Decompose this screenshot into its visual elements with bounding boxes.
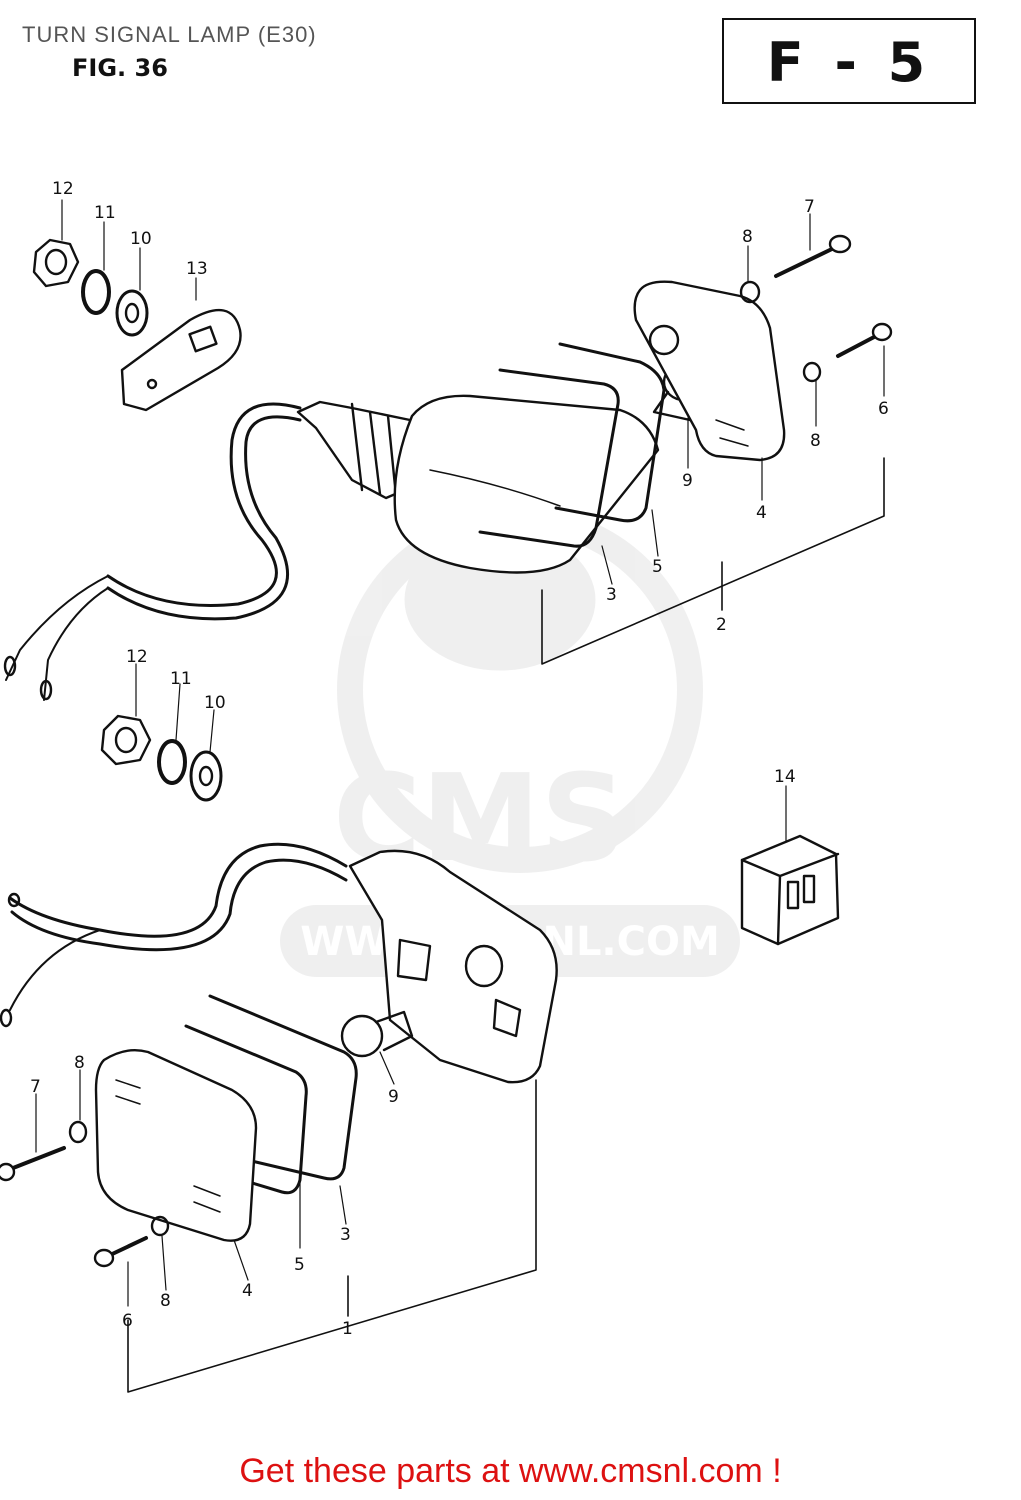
callout-1: 1	[342, 1319, 353, 1339]
callout-2: 2	[716, 615, 727, 635]
callout-8-lower: 8	[74, 1053, 85, 1073]
callout-8b-lower: 8	[160, 1291, 171, 1311]
callout-8b-upper: 8	[810, 431, 821, 451]
lock-washer-11-upper	[81, 269, 111, 315]
callouts-lower: 8 7 9 5 3 4 6 8 1	[30, 1053, 399, 1339]
callout-8-upper: 8	[742, 227, 753, 247]
lens-4-lower	[94, 1049, 258, 1242]
screw-7-upper	[774, 234, 852, 278]
gasket-3-lower	[174, 1024, 308, 1195]
lock-washer-11-middle	[157, 739, 187, 785]
flasher-relay-14	[740, 834, 840, 946]
callout-11-upper: 11	[94, 203, 116, 223]
gasket-5-upper	[554, 342, 666, 523]
assembly-line-2	[541, 457, 885, 665]
callout-5-upper: 5	[652, 557, 663, 577]
callout-13: 13	[186, 259, 208, 279]
callout-6-upper: 6	[878, 399, 889, 419]
parts-link[interactable]: Get these parts at www.cmsnl.com !	[239, 1452, 782, 1490]
lamp-housing-lower	[348, 849, 558, 1084]
callout-11-middle: 11	[170, 669, 192, 689]
section-code: F - 5	[766, 31, 932, 94]
callout-4-upper: 4	[756, 503, 767, 523]
washer-10-upper	[115, 289, 149, 337]
washer-8-upper	[739, 280, 761, 304]
callout-3-lower: 3	[340, 1225, 351, 1245]
callout-7-upper: 7	[804, 197, 815, 217]
lens-4-upper	[633, 280, 786, 462]
leader-lines	[35, 199, 885, 1307]
figure-label: FIG. 36	[72, 54, 168, 82]
lamp-housing-upper	[393, 394, 660, 574]
callout-10-middle: 10	[204, 693, 226, 713]
gasket-5-lower	[194, 994, 358, 1181]
bulb-9-lower	[340, 1010, 414, 1058]
callouts-upper: 12 11 10 13 8 7 6 8 9 4 5 3 2	[52, 179, 889, 635]
washer-8b-lower	[150, 1215, 170, 1237]
callout-12-middle: 12	[126, 647, 148, 667]
section-code-box: F - 5	[722, 18, 976, 104]
callouts-middle: 12 11 10 14	[126, 647, 796, 787]
callout-7-lower: 7	[30, 1077, 41, 1097]
screw-6-lower	[93, 1236, 148, 1268]
callout-12-upper: 12	[52, 179, 74, 199]
nut-12-upper	[32, 238, 80, 288]
bracket-13	[120, 308, 242, 412]
callout-3-upper: 3	[606, 585, 617, 605]
callout-6-lower: 6	[122, 1311, 133, 1331]
callout-14: 14	[774, 767, 796, 787]
washer-8-lower	[68, 1120, 88, 1144]
callout-9-lower: 9	[388, 1087, 399, 1107]
assembly-line-1	[127, 1079, 537, 1393]
wire-harness-lower	[0, 842, 348, 1028]
screw-7-lower	[0, 1146, 66, 1182]
callout-9-upper: 9	[682, 471, 693, 491]
watermark: CMS WWW.CMSNL.COM	[280, 507, 740, 977]
gasket-3-upper	[478, 368, 620, 548]
washer-10-middle	[189, 750, 223, 802]
callout-10-upper: 10	[130, 229, 152, 249]
washer-8b-upper	[802, 361, 822, 383]
callout-4-lower: 4	[242, 1281, 253, 1301]
wire-harness-upper	[3, 402, 302, 701]
nut-12-middle	[100, 714, 152, 766]
screw-6-upper	[836, 322, 893, 358]
callout-5-lower: 5	[294, 1255, 305, 1275]
page-title: TURN SIGNAL LAMP (E30)	[22, 22, 317, 47]
